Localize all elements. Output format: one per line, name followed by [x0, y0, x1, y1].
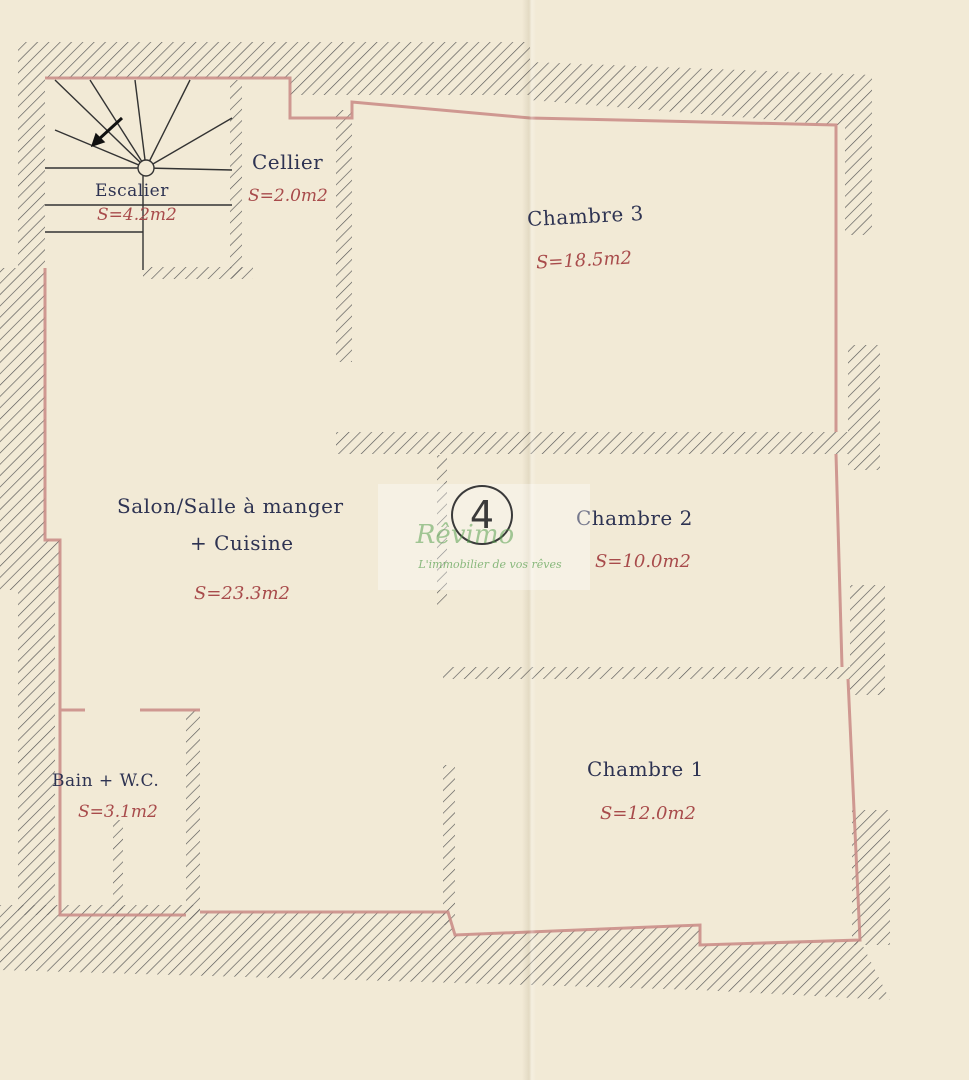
wall-bain-mid	[113, 820, 123, 925]
exterior-walls	[0, 42, 890, 1000]
room-area-cellier: S=2.0m2	[248, 186, 328, 206]
wall-salon-ch2	[437, 455, 447, 605]
room-label-chambre-2: Chambre 2	[576, 506, 693, 530]
wall-right-2	[848, 345, 880, 470]
room-label-chambre-1: Chambre 1	[587, 757, 704, 781]
watermark-brand-logo: Rêvimo	[415, 520, 515, 550]
wall-top-left	[18, 42, 530, 268]
wall-right-1	[845, 125, 872, 235]
room-label-bain: Bain + W.C.	[52, 771, 160, 791]
interior-walls	[43, 76, 862, 947]
staircase	[45, 79, 233, 270]
room-label-cellier: Cellier	[252, 150, 324, 174]
watermark-circle-icon	[451, 485, 513, 545]
room-area-bain: S=3.1m2	[78, 802, 158, 822]
wall-top-right	[530, 62, 872, 125]
wall-partition-cellier	[336, 110, 352, 362]
room-label-escalier: Escalier	[95, 181, 169, 201]
wall-left-lower	[18, 590, 55, 700]
watermark-tagline: L'immobilier de vos rêves	[418, 558, 562, 571]
wall-stair	[143, 267, 253, 279]
room-label-salon-line2: + Cuisine	[190, 531, 294, 555]
wall-right-4	[852, 810, 890, 945]
wall-partition-ch2	[443, 667, 850, 679]
wall-cellier-left	[230, 80, 242, 278]
wall-salon-ch1	[443, 765, 455, 925]
room-area-escalier: S=4.2m2	[97, 205, 177, 225]
watermark-number: 4	[469, 493, 495, 537]
room-area-salon: S=23.3m2	[194, 583, 291, 604]
wall-bain-right	[186, 710, 200, 920]
wall-left-bottom	[18, 700, 55, 915]
room-area-chambre-1: S=12.0m2	[600, 803, 697, 824]
wall-left	[0, 268, 60, 590]
room-area-chambre-2: S=10.0m2	[595, 551, 692, 572]
wall-right-3	[850, 585, 885, 695]
wall-bottom	[0, 905, 890, 1000]
room-label-salon-line1: Salon/Salle à manger	[117, 494, 344, 518]
wall-partition-ch3	[336, 432, 848, 454]
